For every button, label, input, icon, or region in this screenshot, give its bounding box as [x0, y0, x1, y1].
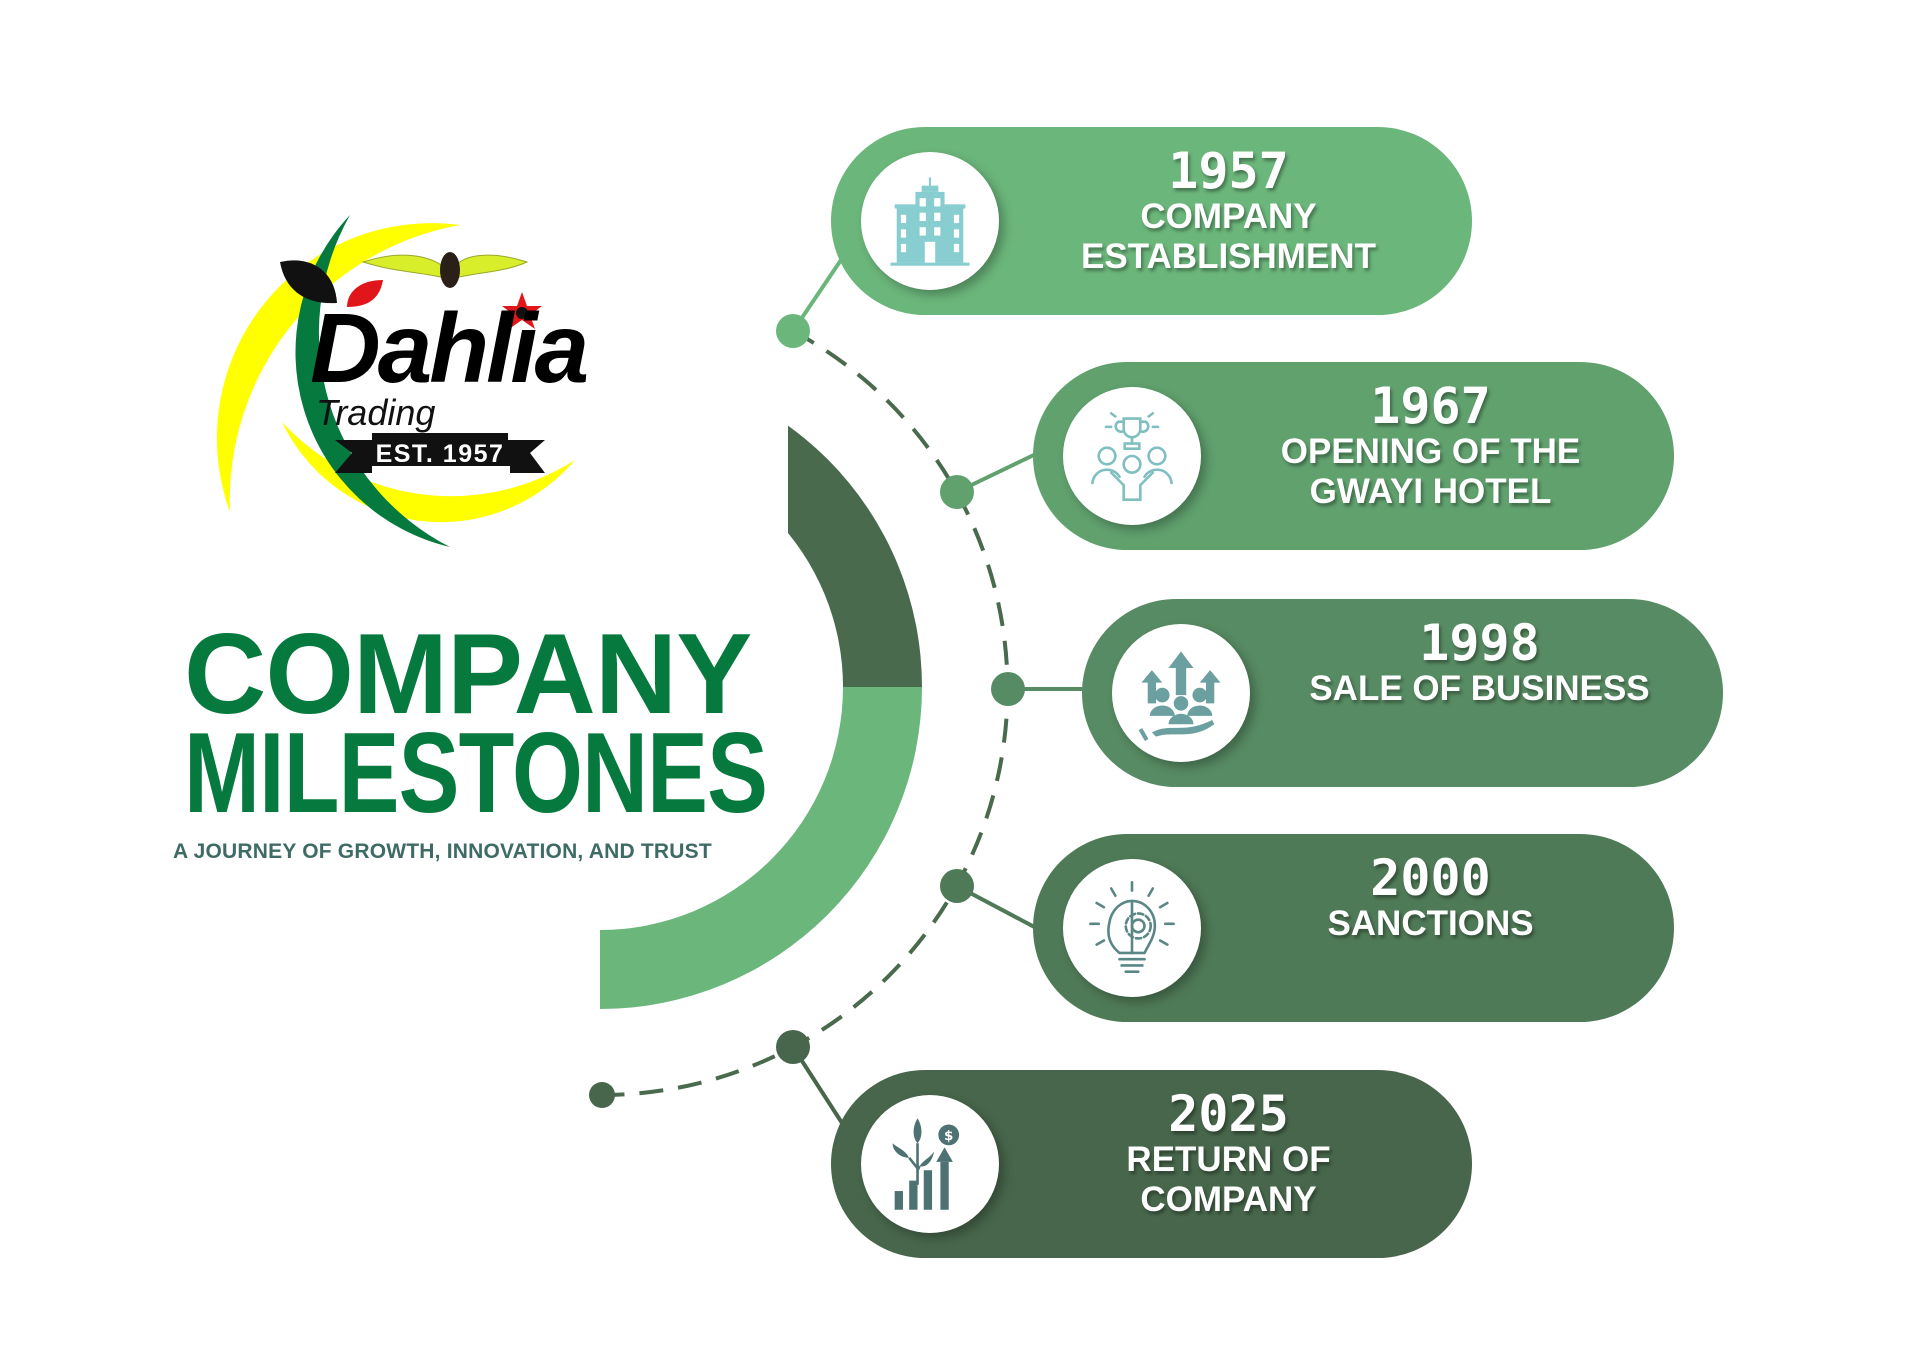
milestone-icon-circle — [1063, 859, 1201, 997]
logo-brand-text: Dahlia — [310, 293, 587, 403]
logo-est-text: EST. 1957 — [376, 440, 505, 468]
logo-red-leaf-icon — [347, 280, 383, 307]
milestone-card-1957: 1957 COMPANY ESTABLISHMENT — [831, 127, 1472, 315]
milestone-card-2025: $ 2025 RETURN OF COMPANY — [831, 1070, 1472, 1258]
growth-people-icon — [1138, 651, 1221, 742]
milestone-card-1967: 1967 OPENING OF THE GWAYI HOTEL — [1033, 362, 1674, 550]
timeline-connectors — [791, 258, 1085, 1125]
building-icon — [890, 177, 970, 266]
page-title-line1: COMPANY — [184, 611, 752, 738]
milestone-label-line: ESTABLISHMENT — [1081, 237, 1376, 276]
logo-yellow-swoosh — [282, 422, 575, 523]
milestone-year: 1967 — [1370, 377, 1491, 435]
milestone-year: 2000 — [1370, 849, 1491, 907]
milestone-year: 1957 — [1168, 142, 1289, 200]
logo-ribbon — [335, 433, 545, 473]
arc-light-segment — [600, 687, 922, 1009]
dahlia-trading-logo: Dahlia Trading EST. 1957 — [216, 215, 590, 547]
milestone-label-line: GWAYI HOTEL — [1309, 472, 1552, 511]
milestone-card-2000: 2000 SANCTIONS — [1033, 834, 1674, 1022]
logo-eagle-icon — [361, 252, 529, 288]
logo-yellow-crescent — [216, 223, 460, 512]
logo-green-crescent — [295, 215, 450, 547]
page-title-line2: MILESTONES — [184, 710, 768, 837]
milestone-card-1998: 1998 SALE OF BUSINESS — [1082, 599, 1723, 787]
milestone-icon-circle — [1112, 624, 1250, 762]
logo-sub-text: Trading — [316, 392, 435, 433]
milestone-year: 1998 — [1419, 614, 1540, 672]
milestone-label-line: COMPANY — [1140, 1180, 1317, 1219]
timeline-dashed-arc — [601, 329, 1010, 1097]
timeline-dot-1957 — [776, 314, 810, 348]
trophy-team-icon — [1091, 412, 1173, 501]
milestone-label-line: SANCTIONS — [1327, 904, 1534, 943]
page-subtitle: A JOURNEY OF GROWTH, INNOVATION, AND TRU… — [173, 840, 712, 863]
svg-text:$: $ — [944, 1128, 953, 1144]
milestone-label-line: RETURN OF — [1126, 1140, 1331, 1179]
timeline-dot-1998 — [991, 672, 1025, 706]
milestone-label-line: COMPANY — [1140, 197, 1317, 236]
plant-growth-chart-icon: $ — [892, 1118, 960, 1210]
milestone-icon-circle — [1063, 387, 1201, 525]
logo-black-leaf-icon — [280, 260, 337, 304]
milestone-label-line: SALE OF BUSINESS — [1309, 669, 1650, 708]
milestone-icon-circle: $ — [861, 1095, 999, 1233]
timeline-dot-1967 — [940, 475, 974, 509]
timeline-end-dot — [589, 1082, 615, 1108]
milestone-label-line: OPENING OF THE — [1280, 432, 1581, 471]
milestone-icon-circle — [861, 152, 999, 290]
timeline-dot-2000 — [940, 869, 974, 903]
timeline-dot-2025 — [776, 1030, 810, 1064]
milestone-year: 2025 — [1168, 1085, 1289, 1143]
lightbulb-gear-icon — [1089, 880, 1175, 973]
arc-dark-segment — [788, 425, 922, 687]
